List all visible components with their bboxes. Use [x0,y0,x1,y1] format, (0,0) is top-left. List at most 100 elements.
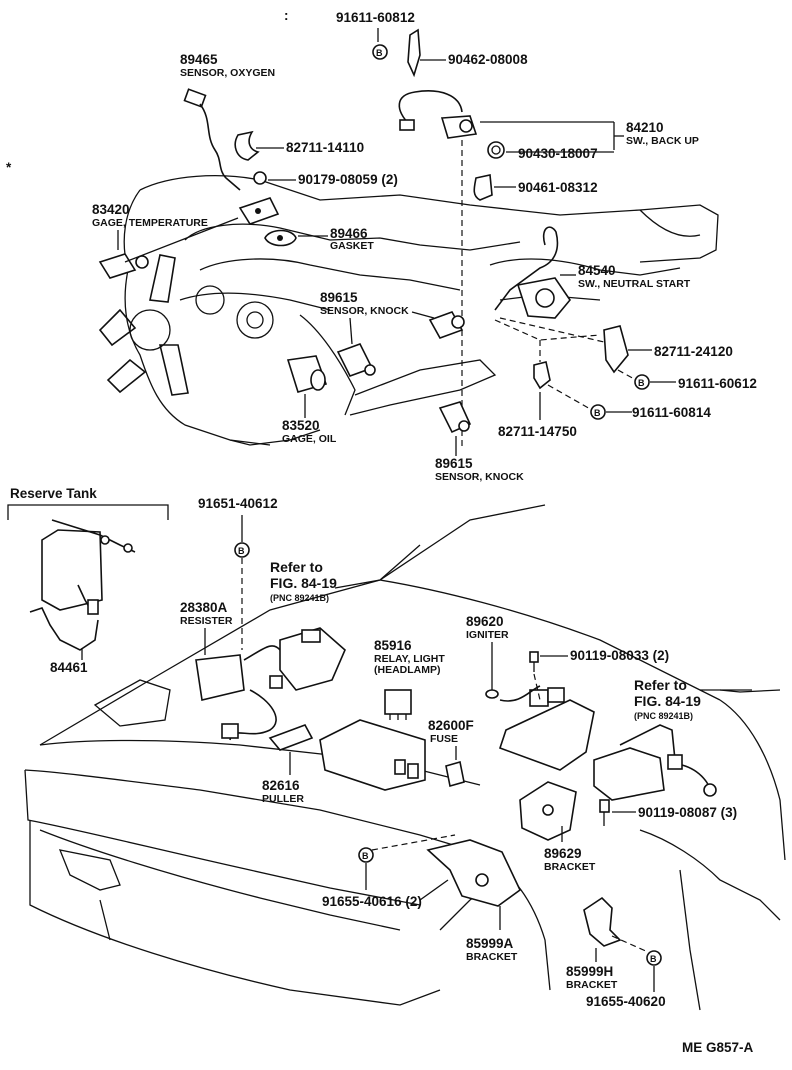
svg-text:SW., NEUTRAL START: SW., NEUTRAL START [578,278,691,290]
svg-text:FIG. 84-19: FIG. 84-19 [270,575,337,591]
svg-text:85999A: 85999A [466,936,514,951]
svg-text:82711-24120: 82711-24120 [654,344,733,359]
figure-code: ME G857-A [682,1040,754,1055]
svg-text:84210: 84210 [626,120,664,135]
svg-text:90119-08087 (3): 90119-08087 (3) [638,805,737,820]
svg-text:83420: 83420 [92,202,130,217]
svg-text:90430-18007: 90430-18007 [518,146,598,161]
part-82600f: 82600F FUSE [428,718,474,788]
svg-text:B: B [638,378,645,388]
svg-text:SENSOR, KNOCK: SENSOR, KNOCK [435,471,524,483]
part-82711-14110: 82711-14110 [234,130,364,161]
svg-text:(PNC 89241B): (PNC 89241B) [634,711,693,721]
svg-text:B: B [650,954,657,964]
svg-text:89629: 89629 [544,846,582,861]
svg-text:(PNC 89241B): (PNC 89241B) [270,593,329,603]
svg-text:90462-08008: 90462-08008 [448,52,528,67]
part-89465: 89465 SENSOR, OXYGEN [180,52,275,191]
svg-text:GAGE, OIL: GAGE, OIL [282,433,337,445]
svg-text:GASKET: GASKET [330,240,374,252]
engine-illustration [98,175,719,446]
svg-text:89465: 89465 [180,52,218,67]
svg-text:SENSOR, KNOCK: SENSOR, KNOCK [320,305,409,317]
svg-text:91651-40612: 91651-40612 [198,496,278,511]
svg-text:FIG. 84-19: FIG. 84-19 [634,693,701,709]
svg-text:Reserve Tank: Reserve Tank [10,486,97,501]
svg-text:FUSE: FUSE [430,733,458,745]
svg-text:82600F: 82600F [428,718,474,733]
svg-text:IGNITER: IGNITER [466,629,509,641]
part-90119-08033: 90119-08033 (2) [529,648,669,701]
part-82711-14750: 82711-14750 [498,340,577,439]
svg-text:82711-14750: 82711-14750 [498,424,577,439]
part-85999a: 85999A BRACKET [426,839,522,963]
svg-text:PULLER: PULLER [262,793,304,805]
part-89615-upper: 89615 SENSOR, KNOCK [320,290,465,377]
part-90461-08312: 90461-08312 [473,174,598,201]
part-91611-60612: B 91611-60612 [617,369,757,391]
part-83520: 83520 GAGE, OIL [282,355,337,445]
svg-text:Refer to: Refer to [270,559,323,575]
svg-text:89615: 89615 [320,290,358,305]
svg-text:BRACKET: BRACKET [544,861,596,873]
svg-text:91655-40616 (2): 91655-40616 (2) [322,894,422,909]
svg-text:84540: 84540 [578,263,616,278]
part-85999h: 85999H BRACKET [566,896,649,991]
part-84540: 84540 SW., NEUTRAL START [494,226,691,319]
svg-text:90179-08059 (2): 90179-08059 (2) [298,172,398,187]
part-91651-40612: 91651-40612 B [198,496,278,650]
part-84210: 84210 SW., BACK UP [398,90,699,450]
svg-text:Refer to: Refer to [634,677,687,693]
stray-mark: * [6,160,12,175]
svg-text:90461-08312: 90461-08312 [518,180,598,195]
part-91655-40620: B 91655-40620 [586,950,666,1009]
part-28380a: 28380A RESISTER [180,600,346,741]
svg-text:91655-40620: 91655-40620 [586,994,666,1009]
svg-text:GAGE, TEMPERATURE: GAGE, TEMPERATURE [92,217,208,229]
svg-text:BRACKET: BRACKET [566,979,618,991]
svg-text:B: B [594,408,601,418]
part-90119-08087: 90119-08087 (3) [599,799,737,826]
svg-text:B: B [362,851,369,861]
svg-text:91611-60814: 91611-60814 [632,405,711,420]
svg-text:B: B [238,546,245,556]
svg-text:82616: 82616 [262,778,300,793]
svg-text:B: B [376,48,383,58]
part-91655-40616: B 91655-40616 (2) [322,834,456,909]
svg-text:BRACKET: BRACKET [466,951,518,963]
svg-text:SW., BACK UP: SW., BACK UP [626,135,699,147]
svg-text:RESISTER: RESISTER [180,615,233,627]
svg-text:28380A: 28380A [180,600,228,615]
part-85916: 85916 RELAY, LIGHT (HEADLAMP) [374,638,445,720]
part-83420: 83420 GAGE, TEMPERATURE [92,202,239,279]
svg-text:82711-14110: 82711-14110 [286,140,364,155]
part-91611-60812: 91611-60812 B [336,10,415,60]
part-89620: 89620 IGNITER [466,614,595,771]
refer-fig-84-19-right: Refer to FIG. 84-19 (PNC 89241B) [593,677,752,801]
svg-text:91611-60812: 91611-60812 [336,10,415,25]
svg-text:(HEADLAMP): (HEADLAMP) [374,664,441,676]
stray-mark: : [284,8,289,23]
part-89466: 89466 GASKET [238,197,374,252]
part-82711-24120: 82711-24120 [499,317,733,374]
part-90462-08008: 90462-08008 [407,28,528,78]
svg-text:85916: 85916 [374,638,412,653]
part-90430-18007: 90430-18007 [487,141,614,161]
part-89615-lower: 89615 SENSOR, KNOCK [435,401,524,483]
svg-text:SENSOR, OXYGEN: SENSOR, OXYGEN [180,67,275,79]
svg-text:83520: 83520 [282,418,320,433]
svg-text:89615: 89615 [435,456,473,471]
svg-text:91611-60612: 91611-60612 [678,376,757,391]
svg-text:84461: 84461 [50,660,88,675]
part-82616: 82616 PULLER [262,719,426,805]
refer-fig-84-19-top: Refer to FIG. 84-19 (PNC 89241B) [270,544,421,603]
part-91611-60814: B 91611-60814 [547,384,711,420]
svg-text:85999H: 85999H [566,964,613,979]
part-89629: 89629 BRACKET [519,781,596,873]
svg-text:89466: 89466 [330,226,368,241]
svg-text:89620: 89620 [466,614,504,629]
svg-text:RELAY, LIGHT: RELAY, LIGHT [374,653,445,665]
part-90179-08059: 90179-08059 (2) [253,171,398,187]
svg-text:90119-08033 (2): 90119-08033 (2) [570,648,669,663]
